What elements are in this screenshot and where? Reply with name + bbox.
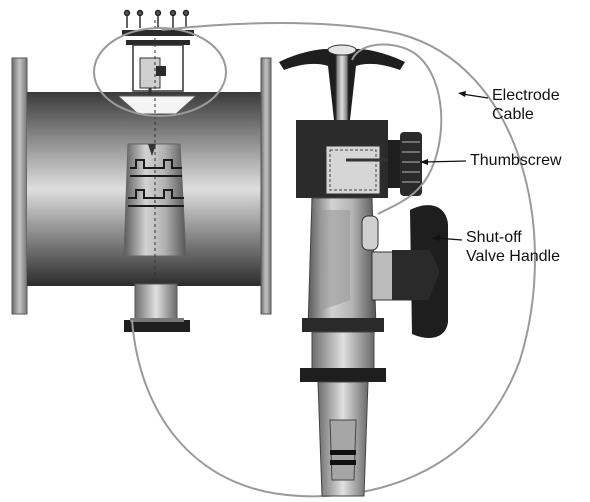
detail-circle-small [93,27,227,117]
sensor-mount [116,9,198,115]
right-flange [260,57,272,315]
pipe-assembly [11,9,272,332]
bottom-nozzle [124,283,190,332]
magnification-callout [93,22,536,498]
label-thumbscrew-text: Thumbscrew [470,152,562,169]
probe-insert [123,20,187,310]
left-flange [11,57,28,315]
electrode-cable-line [351,43,443,215]
label-shutoff-line-1: Shut-off [466,229,522,246]
thumbscrew-knob [388,132,422,196]
electrode-detail [279,43,448,497]
label-thumbscrew: Thumbscrew [470,151,562,170]
label-shutoff-valve-handle: Shut-off Valve Handle [466,228,560,266]
leader-thumbscrew [423,160,467,163]
electrode-stem [335,54,349,126]
detail-circle-large [131,22,536,498]
leader-shutoff-handle [435,237,463,241]
label-shutoff-line-2: Valve Handle [466,248,560,265]
coupling-ring [302,318,384,332]
handle-cap [327,44,357,56]
label-electrode-cable: Electrode Cable [492,86,560,124]
label-electrode-line-2: Cable [492,106,534,123]
label-electrode-line-1: Electrode [492,87,560,104]
leader-lines [420,91,489,241]
leader-electrode-cable [461,93,489,99]
